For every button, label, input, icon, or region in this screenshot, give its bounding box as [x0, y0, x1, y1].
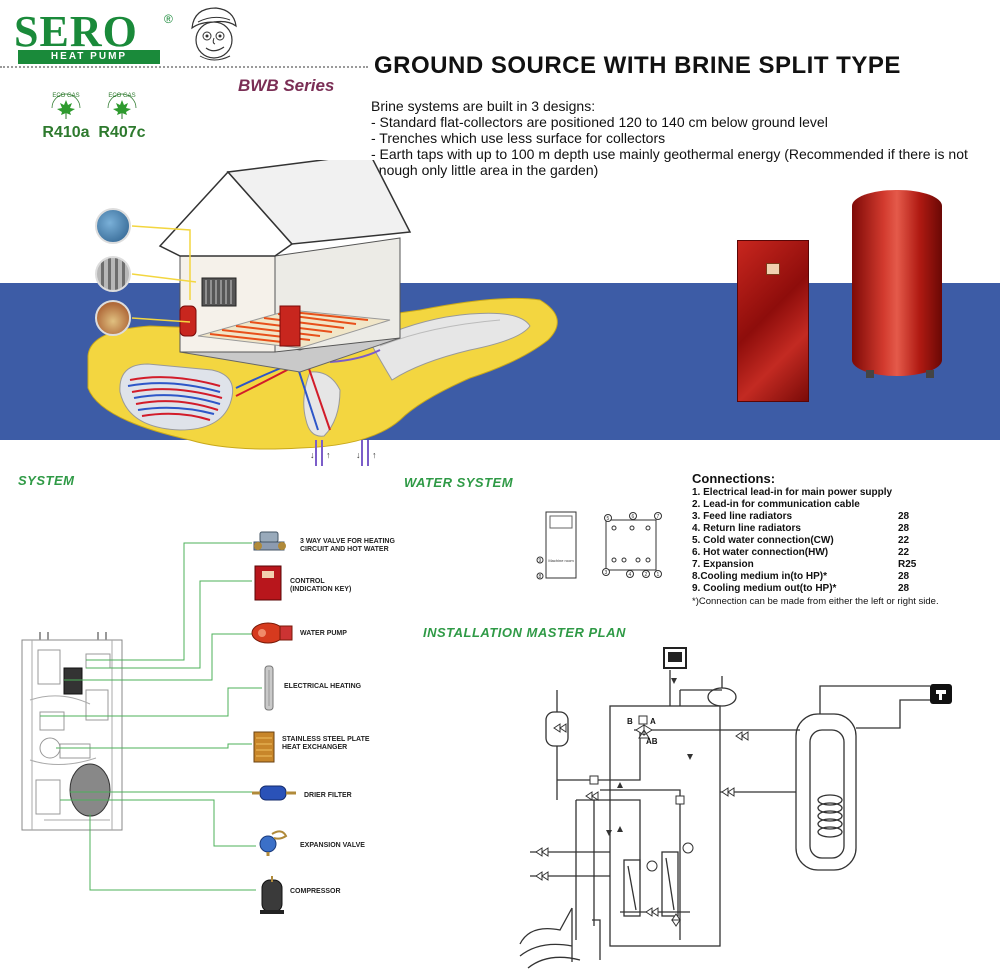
connection-row: 6. Hot water connection(HW)22 [692, 547, 910, 558]
installation-plan-diagram: B A AB [519, 647, 952, 969]
control-panel-icon [254, 565, 282, 601]
eco-badge-text: ECO GAS [52, 93, 79, 99]
water-system-title: WATER SYSTEM [404, 475, 514, 490]
component-label: EXPANSION VALVE [300, 842, 365, 849]
logo-subtitle: HEAT PUMP [18, 50, 160, 64]
svg-text:9: 9 [539, 558, 542, 564]
sero-logo: SERO ® HEAT PUMP [14, 7, 174, 64]
series-label: BWB Series [238, 76, 335, 95]
installation-title: INSTALLATION MASTER PLAN [423, 625, 626, 640]
svg-text:↑: ↑ [326, 450, 331, 460]
hot-water-tank-image [852, 190, 942, 376]
three-way-valve-icon [253, 531, 286, 551]
component-label: STAINLESS STEEL PLATE HEAT EXCHANGER [282, 736, 370, 751]
connections-title: Connections: [692, 471, 776, 486]
house-ground-illustration: ↓ ↑ ↓ ↑ [87, 160, 558, 466]
connection-row: 5. Cold water connection(CW)22 [692, 535, 910, 546]
component-label: ELECTRICAL HEATING [284, 683, 362, 690]
connections-list: Connections: 1. Electrical lead-in for m… [692, 471, 997, 607]
intro-heading: Brine systems are built in 3 designs: [371, 98, 596, 114]
svg-text:5: 5 [607, 516, 610, 522]
intro-line: - Earth taps with up to 100 m depth use … [371, 146, 968, 178]
page-title: GROUND SOURCE WITH BRINE SPLIT TYPE [374, 52, 901, 79]
eco-badge-text: ECO GAS [108, 93, 135, 99]
svg-text:7: 7 [657, 514, 660, 520]
svg-text:1: 1 [657, 572, 660, 578]
svg-text:2: 2 [645, 572, 648, 578]
machine-room-label: Machine room [548, 558, 574, 563]
connection-row: 2. Lead-in for communication cable [692, 499, 860, 510]
plate-heat-exchanger-icon [253, 731, 275, 763]
registered-mark: ® [164, 12, 173, 26]
maple-leaf-icon: ECO GAS [107, 93, 137, 119]
mascot-icon [191, 7, 237, 61]
svg-text:6: 6 [632, 514, 635, 520]
svg-text:↓: ↓ [356, 450, 361, 460]
svg-text:↑: ↑ [372, 450, 377, 460]
component-label: WATER PUMP [300, 630, 347, 637]
component-label: 3 WAY VALVE FOR HEATING CIRCUIT AND HOT … [300, 538, 395, 553]
component-label: DRIER FILTER [304, 792, 352, 799]
valve-label-ab: AB [646, 737, 658, 746]
svg-text:↓: ↓ [310, 450, 315, 460]
eco-badge-r410a: ECO GAS R410a [36, 88, 96, 142]
tank-foot [866, 370, 874, 378]
right-panel [375, 466, 1000, 978]
maple-leaf-icon: ECO GAS [51, 93, 81, 119]
intro-line: - Trenches which use less surface for co… [371, 130, 666, 146]
valve-label-b: B [627, 717, 633, 726]
drier-filter-icon [252, 785, 296, 801]
water-pump-icon [251, 622, 293, 644]
tank-foot [926, 370, 934, 378]
system-title: SYSTEM [18, 473, 75, 488]
header-divider [0, 66, 368, 68]
logo-wordmark: SERO [14, 7, 138, 56]
electric-heater-icon [264, 665, 274, 711]
refrigerant-label: R410a [42, 124, 90, 141]
heat-pump-unit-image [737, 240, 809, 402]
connection-row: 8.Cooling medium in(to HP)*28 [692, 571, 910, 582]
connection-row: 1. Electrical lead-in for main power sup… [692, 487, 893, 498]
unit-display-icon [766, 263, 780, 275]
eco-badge-r407c: ECO GAS R407c [92, 88, 152, 142]
svg-text:3: 3 [605, 570, 608, 576]
svg-text:8: 8 [539, 574, 542, 580]
connections-note: *)Connection can be made from either the… [692, 596, 939, 607]
intro-line: - Standard flat-collectors are positione… [371, 114, 828, 130]
intro-text: Brine systems are built in 3 designs: - … [371, 98, 981, 178]
system-schematic [21, 542, 262, 891]
valve-label-a: A [650, 717, 656, 726]
refrigerant-label: R407c [98, 124, 146, 141]
shower-photo-icon [95, 208, 131, 244]
connection-row: 9. Cooling medium out(to HP)*28 [692, 583, 910, 594]
floor-heating-photo-icon [95, 300, 131, 336]
radiator-photo-icon [95, 256, 131, 292]
svg-text:4: 4 [629, 572, 632, 578]
component-label: CONTROL (INDICATION KEY) [290, 578, 352, 593]
expansion-valve-icon [259, 830, 288, 856]
water-system-diagram: Machine room 5 6 7 3 4 2 1 9 8 [536, 511, 662, 580]
component-label: COMPRESSOR [290, 888, 341, 895]
compressor-icon [260, 876, 284, 914]
